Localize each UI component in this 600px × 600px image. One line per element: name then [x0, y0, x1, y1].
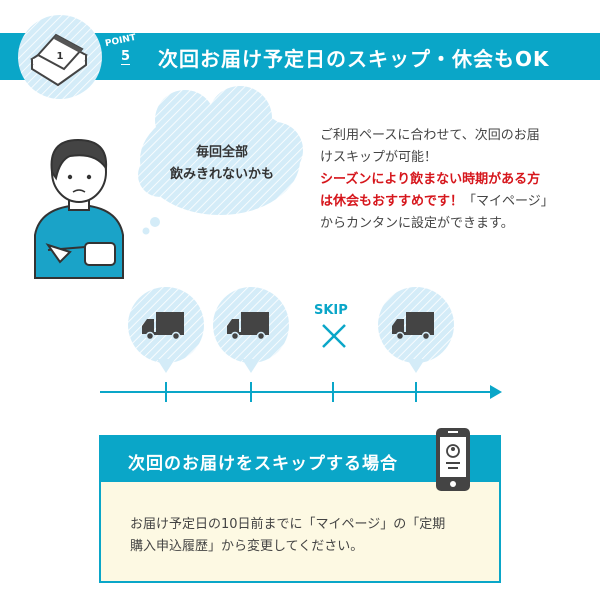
desc-line: けスキップが可能！: [320, 150, 438, 165]
point-number: 5: [121, 49, 131, 65]
smartphone-icon: [436, 428, 470, 491]
desc-line: ご利用ペースに合わせて、次回のお届: [320, 128, 540, 143]
thought-cloud: [138, 86, 303, 235]
desc-line: からカンタンに設定ができます。: [320, 216, 514, 231]
body-line: お届け予定日の10日前までに「マイページ」の「定期: [130, 517, 446, 532]
desc-highlight: は休会もおすすめです！: [320, 194, 464, 209]
skip-label: SKIP: [314, 303, 348, 318]
description: ご利用ペースに合わせて、次回のお届 けスキップが可能！ シーズンにより飲まない時…: [320, 125, 590, 235]
thought-line: 毎回全部: [195, 145, 248, 160]
truck-icon: [227, 312, 269, 341]
thought-text: 毎回全部 飲みきれないかも: [152, 142, 292, 186]
skip-x-icon: [322, 324, 346, 348]
desc-highlight: シーズンにより飲まない時期がある方: [320, 172, 541, 187]
calendar-icon: 1: [30, 33, 88, 87]
truck-bubble: [378, 287, 454, 373]
skip-box-title: 次回のお届けをスキップする場合: [128, 454, 398, 474]
truck-bubble: [213, 287, 289, 373]
svg-text:1: 1: [57, 51, 64, 62]
truck-bubble: [128, 287, 204, 373]
body-line: 購入申込履歴」から変更してください。: [130, 539, 364, 554]
thought-line: 飲みきれないかも: [169, 167, 274, 182]
page-title: 次回お届け予定日のスキップ・休会もOK: [158, 47, 550, 71]
desc-line: 「マイページ」: [463, 194, 554, 209]
person-illustration: [34, 138, 124, 279]
skip-box-body: お届け予定日の10日前までに「マイページ」の「定期 購入申込履歴」から変更してく…: [130, 514, 490, 558]
truck-icon: [392, 312, 434, 341]
truck-icon: [142, 312, 184, 341]
